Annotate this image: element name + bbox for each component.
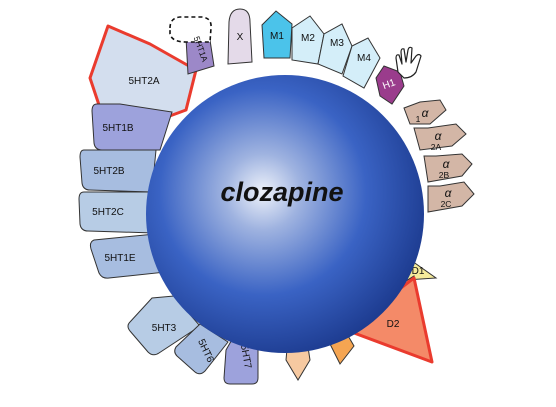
drug-ball: clozapine	[146, 75, 424, 353]
receptor-5HT1B: 5HT1B	[91, 103, 173, 151]
label-5HT3: 5HT3	[152, 323, 177, 334]
alpha-symbol-2A: α	[435, 129, 443, 143]
drug-name: clozapine	[220, 177, 343, 207]
label-M4: M4	[357, 53, 371, 64]
receptor-5HT2C: 5HT2C	[78, 191, 155, 234]
receptor-M1: M1	[261, 10, 293, 59]
receptor-5HT6: 5HT6	[174, 323, 229, 375]
alpha-symbol-2C: α	[445, 186, 453, 200]
receptor-alpha1: α 1	[403, 99, 447, 125]
label-M2: M2	[301, 33, 315, 44]
receptor-H1: H1	[375, 46, 422, 105]
alpha-symbol-2B: α	[443, 157, 451, 171]
label-M1: M1	[270, 31, 284, 42]
label-M3: M3	[330, 38, 344, 49]
label-alpha2B: 2B	[439, 170, 450, 180]
label-5HT1B: 5HT1B	[102, 123, 133, 134]
receptor-M3: M3	[317, 23, 353, 75]
alpha-symbol-1: α	[422, 106, 430, 120]
label-5HT1E: 5HT1E	[104, 253, 135, 264]
receptor-5HT3: 5HT3	[127, 295, 201, 356]
label-alpha2A: 2A	[431, 142, 442, 152]
receptor-X: X	[227, 8, 253, 65]
label-D1: D1	[412, 266, 425, 277]
receptor-alpha2A: α 2A	[413, 123, 467, 152]
receptor-5HT1A: 5HT1A	[169, 16, 215, 75]
receptor-alpha2C: α 2C	[427, 181, 475, 213]
label-H1: H1	[381, 77, 397, 92]
label-5HT7: 5HT7	[238, 344, 253, 370]
receptor-alpha2B: α 2B	[423, 153, 473, 183]
label-D2: D2	[387, 319, 400, 330]
label-alpha1: 1	[416, 114, 421, 124]
label-X: X	[237, 32, 244, 43]
hand-icon	[395, 46, 422, 79]
label-5HT2C: 5HT2C	[92, 207, 124, 218]
receptor-5HT2B: 5HT2B	[79, 149, 157, 193]
receptor-M4: M4	[342, 37, 381, 89]
receptor-5HT1E: 5HT1E	[89, 233, 167, 279]
receptor-M2: M2	[291, 15, 325, 65]
label-5HT2B: 5HT2B	[93, 166, 124, 177]
label-5HT2A: 5HT2A	[128, 76, 159, 87]
label-alpha2C: 2C	[441, 199, 452, 209]
